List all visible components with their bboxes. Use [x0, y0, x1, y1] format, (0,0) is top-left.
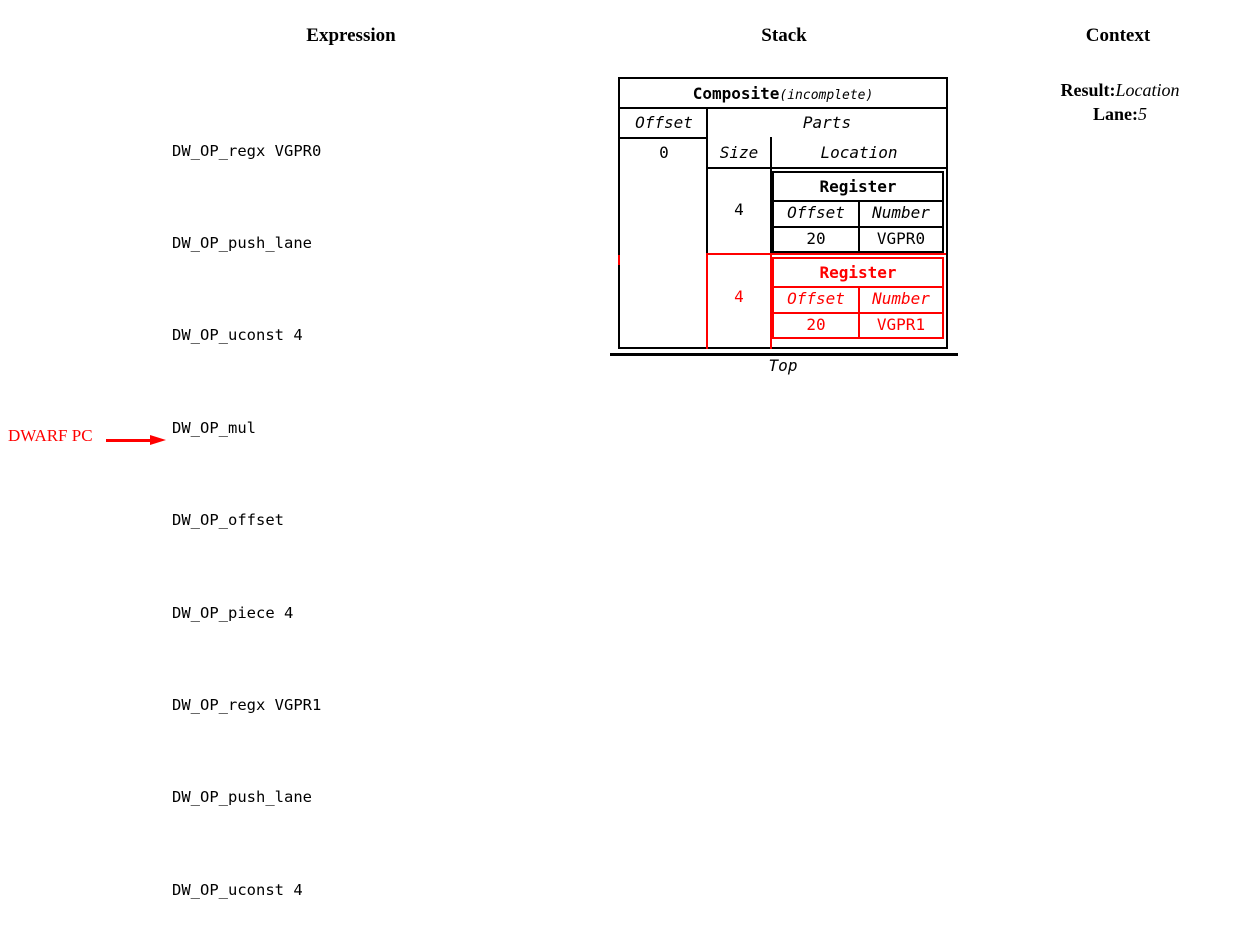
rule-under-title — [620, 107, 946, 109]
highlight-tick-left-border — [618, 255, 620, 265]
stack-diagram: Composite(incomplete) Offset Parts 0 Siz… — [618, 77, 948, 349]
rule-size-location-row0 — [770, 167, 772, 253]
expression-line: DW_OP_push_lane — [172, 233, 312, 252]
rule-size-location-row1 — [770, 253, 772, 349]
context-panel: Result:Location Lane:5 — [1020, 78, 1220, 126]
dwarf-pc-label: DWARF PC — [8, 426, 93, 445]
context-row-result: Result:Location — [1020, 78, 1220, 102]
expression-line: DW_OP_regx VGPR0 — [172, 141, 322, 160]
register-offset-value: 20 — [806, 229, 826, 248]
register-number-value: VGPR0 — [876, 229, 926, 248]
rule-offset-column — [706, 137, 708, 349]
register-header-number: Number — [872, 289, 930, 308]
stack-top-label: Top — [768, 356, 798, 375]
composite-title-sub: (incomplete) — [779, 88, 874, 103]
rule-register-columns — [858, 200, 860, 252]
part-size: 4 — [734, 287, 744, 306]
register-title: Register — [819, 177, 897, 196]
column-heading-expression: Expression — [306, 25, 396, 46]
expression-listing: DW_OP_regx VGPR0 DW_OP_push_lane DW_OP_u… — [172, 74, 321, 936]
expression-line: DW_OP_regx VGPR1 — [172, 695, 322, 714]
context-value: Location — [1115, 80, 1180, 100]
register-location-block: Register Offset Number 20 VGPR1 — [772, 257, 944, 339]
register-header-offset: Offset — [787, 203, 845, 222]
rule-under-offset-header — [620, 137, 706, 139]
expression-line: DW_OP_offset — [172, 511, 284, 530]
stack-top-rule — [610, 353, 958, 356]
header-parts: Parts — [802, 113, 852, 132]
expression-line: DW_OP_piece 4 — [172, 603, 294, 622]
header-size: Size — [719, 143, 759, 162]
register-offset-value: 20 — [806, 315, 826, 334]
part-size: 4 — [734, 200, 744, 219]
composite-title-main: Composite — [692, 84, 780, 103]
context-key: Lane: — [1093, 104, 1138, 124]
arrow-right-icon — [106, 435, 168, 445]
expression-line: DW_OP_mul — [172, 418, 256, 437]
header-location: Location — [820, 143, 898, 162]
context-value: 5 — [1138, 104, 1147, 124]
header-offset: Offset — [635, 113, 693, 132]
rule-size-location-header — [770, 137, 772, 167]
expression-line: DW_OP_uconst 4 — [172, 326, 303, 345]
rule-register-columns — [858, 286, 860, 338]
rule-under-parts-header — [706, 167, 946, 169]
register-header-offset: Offset — [787, 289, 845, 308]
composite-title: Composite(incomplete) — [620, 81, 946, 107]
rule-offset-parts-header — [706, 107, 708, 137]
context-key: Result: — [1060, 80, 1116, 100]
composite-table: Composite(incomplete) Offset Parts 0 Siz… — [618, 77, 948, 349]
context-row-lane: Lane:5 — [1020, 102, 1220, 126]
rule-above-highlighted-part — [706, 253, 946, 255]
column-heading-stack: Stack — [761, 25, 807, 46]
register-header-number: Number — [872, 203, 930, 222]
expression-line: DW_OP_push_lane — [172, 788, 312, 807]
column-heading-context: Context — [1085, 25, 1151, 46]
rule-offset-column-highlight — [706, 253, 708, 349]
register-location-block: Register Offset Number 20 VGPR0 — [772, 171, 944, 253]
dwarf-pc-marker: DWARF PC — [8, 426, 168, 452]
offset-value: 0 — [659, 143, 669, 162]
expression-line: DW_OP_uconst 4 — [172, 880, 303, 899]
register-title: Register — [819, 263, 897, 282]
register-number-value: VGPR1 — [876, 315, 926, 334]
